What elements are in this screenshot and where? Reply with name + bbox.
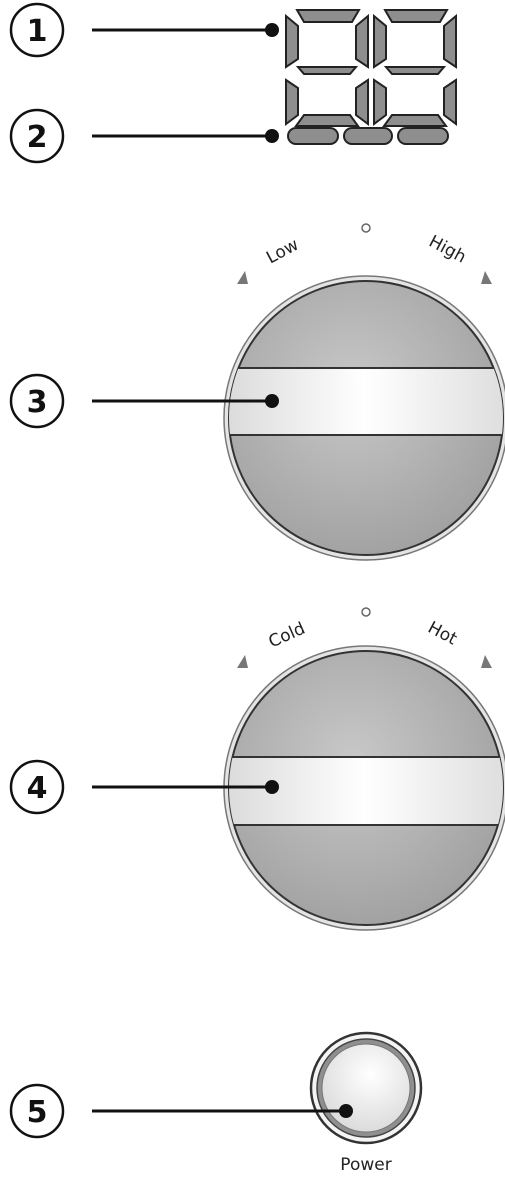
cold-arrow-icon bbox=[237, 655, 248, 668]
temp-cold-label: Cold bbox=[266, 619, 309, 653]
callout-5: 5 bbox=[9, 1083, 353, 1139]
callout-4: 4 bbox=[9, 759, 279, 815]
callout-2-number: 2 bbox=[27, 120, 48, 155]
callout-4-number: 4 bbox=[27, 771, 48, 806]
display-digit-1 bbox=[285, 9, 369, 127]
indicator-bar-3 bbox=[397, 127, 449, 145]
display-digit-2 bbox=[373, 9, 457, 127]
callout-3: 3 bbox=[9, 373, 279, 429]
callout-5-number: 5 bbox=[27, 1095, 48, 1130]
callout-1: 1 bbox=[9, 2, 279, 58]
fan-high-label: High bbox=[425, 232, 469, 268]
indicator-bar-1 bbox=[287, 127, 339, 145]
fan-dial-markings: Low High bbox=[237, 223, 492, 284]
seven-segment-display bbox=[285, 9, 457, 145]
low-arrow-icon bbox=[237, 271, 248, 284]
indicator-bar-2 bbox=[343, 127, 393, 145]
fan-low-label: Low bbox=[263, 235, 302, 268]
callout-1-number: 1 bbox=[27, 14, 48, 49]
power-label: Power bbox=[340, 1155, 391, 1175]
callout-3-number: 3 bbox=[27, 385, 48, 420]
power-button[interactable] bbox=[309, 1031, 423, 1145]
hot-arrow-icon bbox=[481, 655, 492, 668]
high-arrow-icon bbox=[481, 271, 492, 284]
callout-2: 2 bbox=[9, 108, 279, 164]
temp-hot-label: Hot bbox=[424, 618, 460, 650]
temp-dial-grip[interactable] bbox=[215, 756, 505, 826]
temperature-dial[interactable] bbox=[215, 645, 505, 931]
fan-speed-dial[interactable] bbox=[215, 275, 505, 561]
